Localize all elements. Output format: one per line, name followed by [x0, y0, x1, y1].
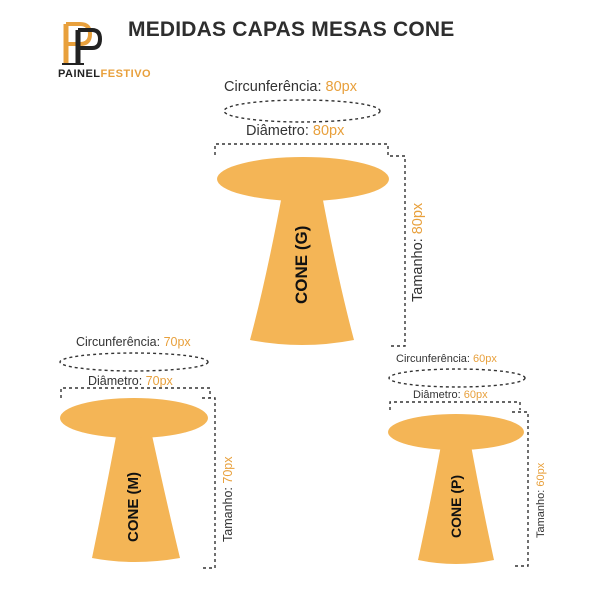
page-title: MEDIDAS CAPAS MESAS CONE [128, 18, 455, 41]
height-value-medium: 70px [221, 456, 235, 484]
circumference-label-small: Circunferência: 60px [396, 353, 497, 365]
diameter-label-small: Diâmetro: 60px [413, 389, 488, 401]
table-small [388, 368, 529, 567]
height-guide-medium [202, 397, 216, 569]
height-label-medium: Tamanho: 70px [221, 456, 235, 543]
diameter-value-small: 60px [463, 389, 488, 401]
circumference-label-medium: Circunferência: 70px [76, 335, 191, 349]
tabletop-small [388, 414, 524, 450]
brand-name-part2: FESTIVO [100, 68, 152, 80]
cone-name-large: CONE (G) [292, 225, 311, 304]
height-guide-large [390, 155, 406, 347]
diameter-value-medium: 70px [145, 374, 173, 388]
height-label-large: Tamanho: 80px [410, 202, 426, 302]
diameter-guide-medium [60, 387, 211, 398]
cone-body-large [250, 195, 354, 345]
cone-body-small [418, 440, 494, 564]
circumference-ellipse-large [223, 99, 381, 123]
height-value-large: 80px [410, 202, 426, 235]
tabletop-medium [60, 398, 208, 438]
brand-name: PAINELFESTIVO [58, 68, 178, 80]
diameter-guide-large [214, 143, 389, 155]
table-large [214, 99, 406, 347]
height-label-small: Tamanho: 60px [535, 462, 547, 538]
diameter-guide-small [389, 401, 521, 410]
diameter-label-large: Diâmetro: 80px [246, 123, 345, 139]
diameter-value-large: 80px [312, 123, 345, 139]
circumference-value-small: 60px [473, 353, 497, 365]
cone-body-medium [92, 426, 180, 562]
circumference-label-large: Circunferência: 80px [224, 79, 357, 95]
height-value-small: 60px [535, 462, 547, 487]
diameter-label-medium: Diâmetro: 70px [88, 374, 173, 388]
cone-name-small: CONE (P) [448, 475, 464, 538]
circumference-value-large: 80px [325, 79, 357, 95]
table-medium [59, 352, 216, 569]
circumference-ellipse-medium [59, 352, 209, 372]
brand-name-part1: PAINEL [58, 68, 101, 80]
circumference-value-medium: 70px [163, 335, 191, 349]
cone-name-medium: CONE (M) [125, 472, 142, 542]
circumference-ellipse-small [388, 368, 526, 388]
monogram-icon [62, 22, 103, 65]
tabletop-large [217, 157, 389, 201]
height-guide-small [512, 411, 529, 567]
brand-logo: PAINELFESTIVO [58, 20, 151, 88]
